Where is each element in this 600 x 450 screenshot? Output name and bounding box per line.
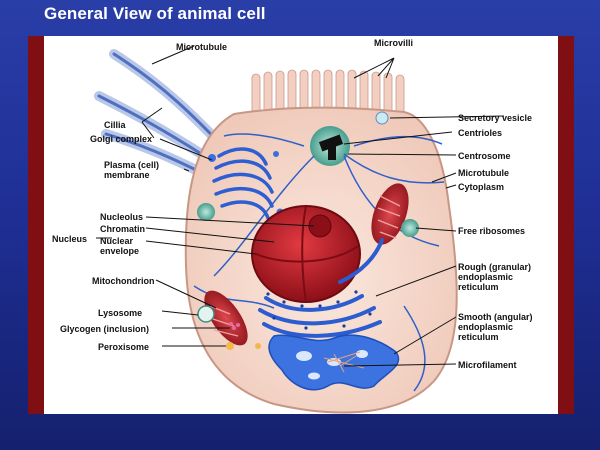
label-free-ribosomes: Free ribosomes: [458, 226, 526, 236]
label-secretory-vesicle: Secretory vesicle: [458, 113, 533, 123]
secretory-vesicle: [375, 111, 389, 125]
peroxisome: [226, 342, 234, 350]
label-cilia: Cillia: [104, 120, 126, 130]
peroxisome-2: [255, 343, 261, 349]
label-smooth-er-1: Smooth (angular): [458, 312, 533, 322]
golgi-complex: [212, 147, 274, 220]
label-mitochondrion: Mitochondrion: [92, 276, 155, 286]
mitochondrion-right: [371, 183, 409, 245]
label-microtubule-right: Microtubule: [458, 168, 509, 178]
label-plasma-membrane-2: membrane: [104, 170, 150, 180]
label-lysosome: Lysosome: [98, 308, 143, 318]
label-nucleolus: Nucleolus: [100, 212, 144, 222]
label-smooth-er-3: reticulum: [458, 332, 499, 342]
label-chromatin: Chromatin: [100, 224, 145, 234]
label-rough-er-1: Rough (granular): [458, 262, 531, 272]
nucleus: [251, 205, 361, 303]
slide-title: General View of animal cell: [44, 4, 266, 23]
label-cytoplasm: Cytoplasm: [458, 182, 505, 192]
diagram-panel: Microtubule Microvilli Cillia Golgi comp…: [44, 36, 558, 414]
label-centrioles: Centrioles: [458, 128, 503, 138]
vesicle-left: [197, 203, 215, 221]
label-nuclear-envelope-2: envelope: [100, 246, 140, 256]
label-smooth-er-2: endoplasmic: [458, 322, 514, 332]
label-nuclear-envelope-1: Nuclear: [100, 236, 134, 246]
label-rough-er-2: endoplasmic: [458, 272, 514, 282]
label-golgi-complex: Golgi complex: [90, 134, 153, 144]
animal-cell-illustration: [94, 45, 505, 414]
label-peroxisome: Peroxisome: [98, 342, 150, 352]
label-microvilli: Microvilli: [374, 38, 414, 48]
label-microfilament: Microfilament: [458, 360, 517, 370]
free-ribosome-vesicle: [401, 219, 419, 237]
leader-lines: [96, 45, 505, 367]
label-nucleus: Nucleus: [52, 234, 88, 244]
label-centrosome: Centrosome: [458, 151, 511, 161]
lysosome: [197, 305, 215, 323]
label-glycogen: Glycogen (inclusion): [60, 324, 150, 334]
glycogen-inclusion: [229, 322, 240, 330]
rough-er: [258, 238, 384, 338]
label-plasma-membrane-1: Plasma (cell): [104, 160, 160, 170]
centrioles: [318, 134, 344, 152]
label-rough-er-3: reticulum: [458, 282, 499, 292]
label-microtubule-top: Microtubule: [176, 42, 227, 52]
microfilament: [323, 351, 365, 373]
